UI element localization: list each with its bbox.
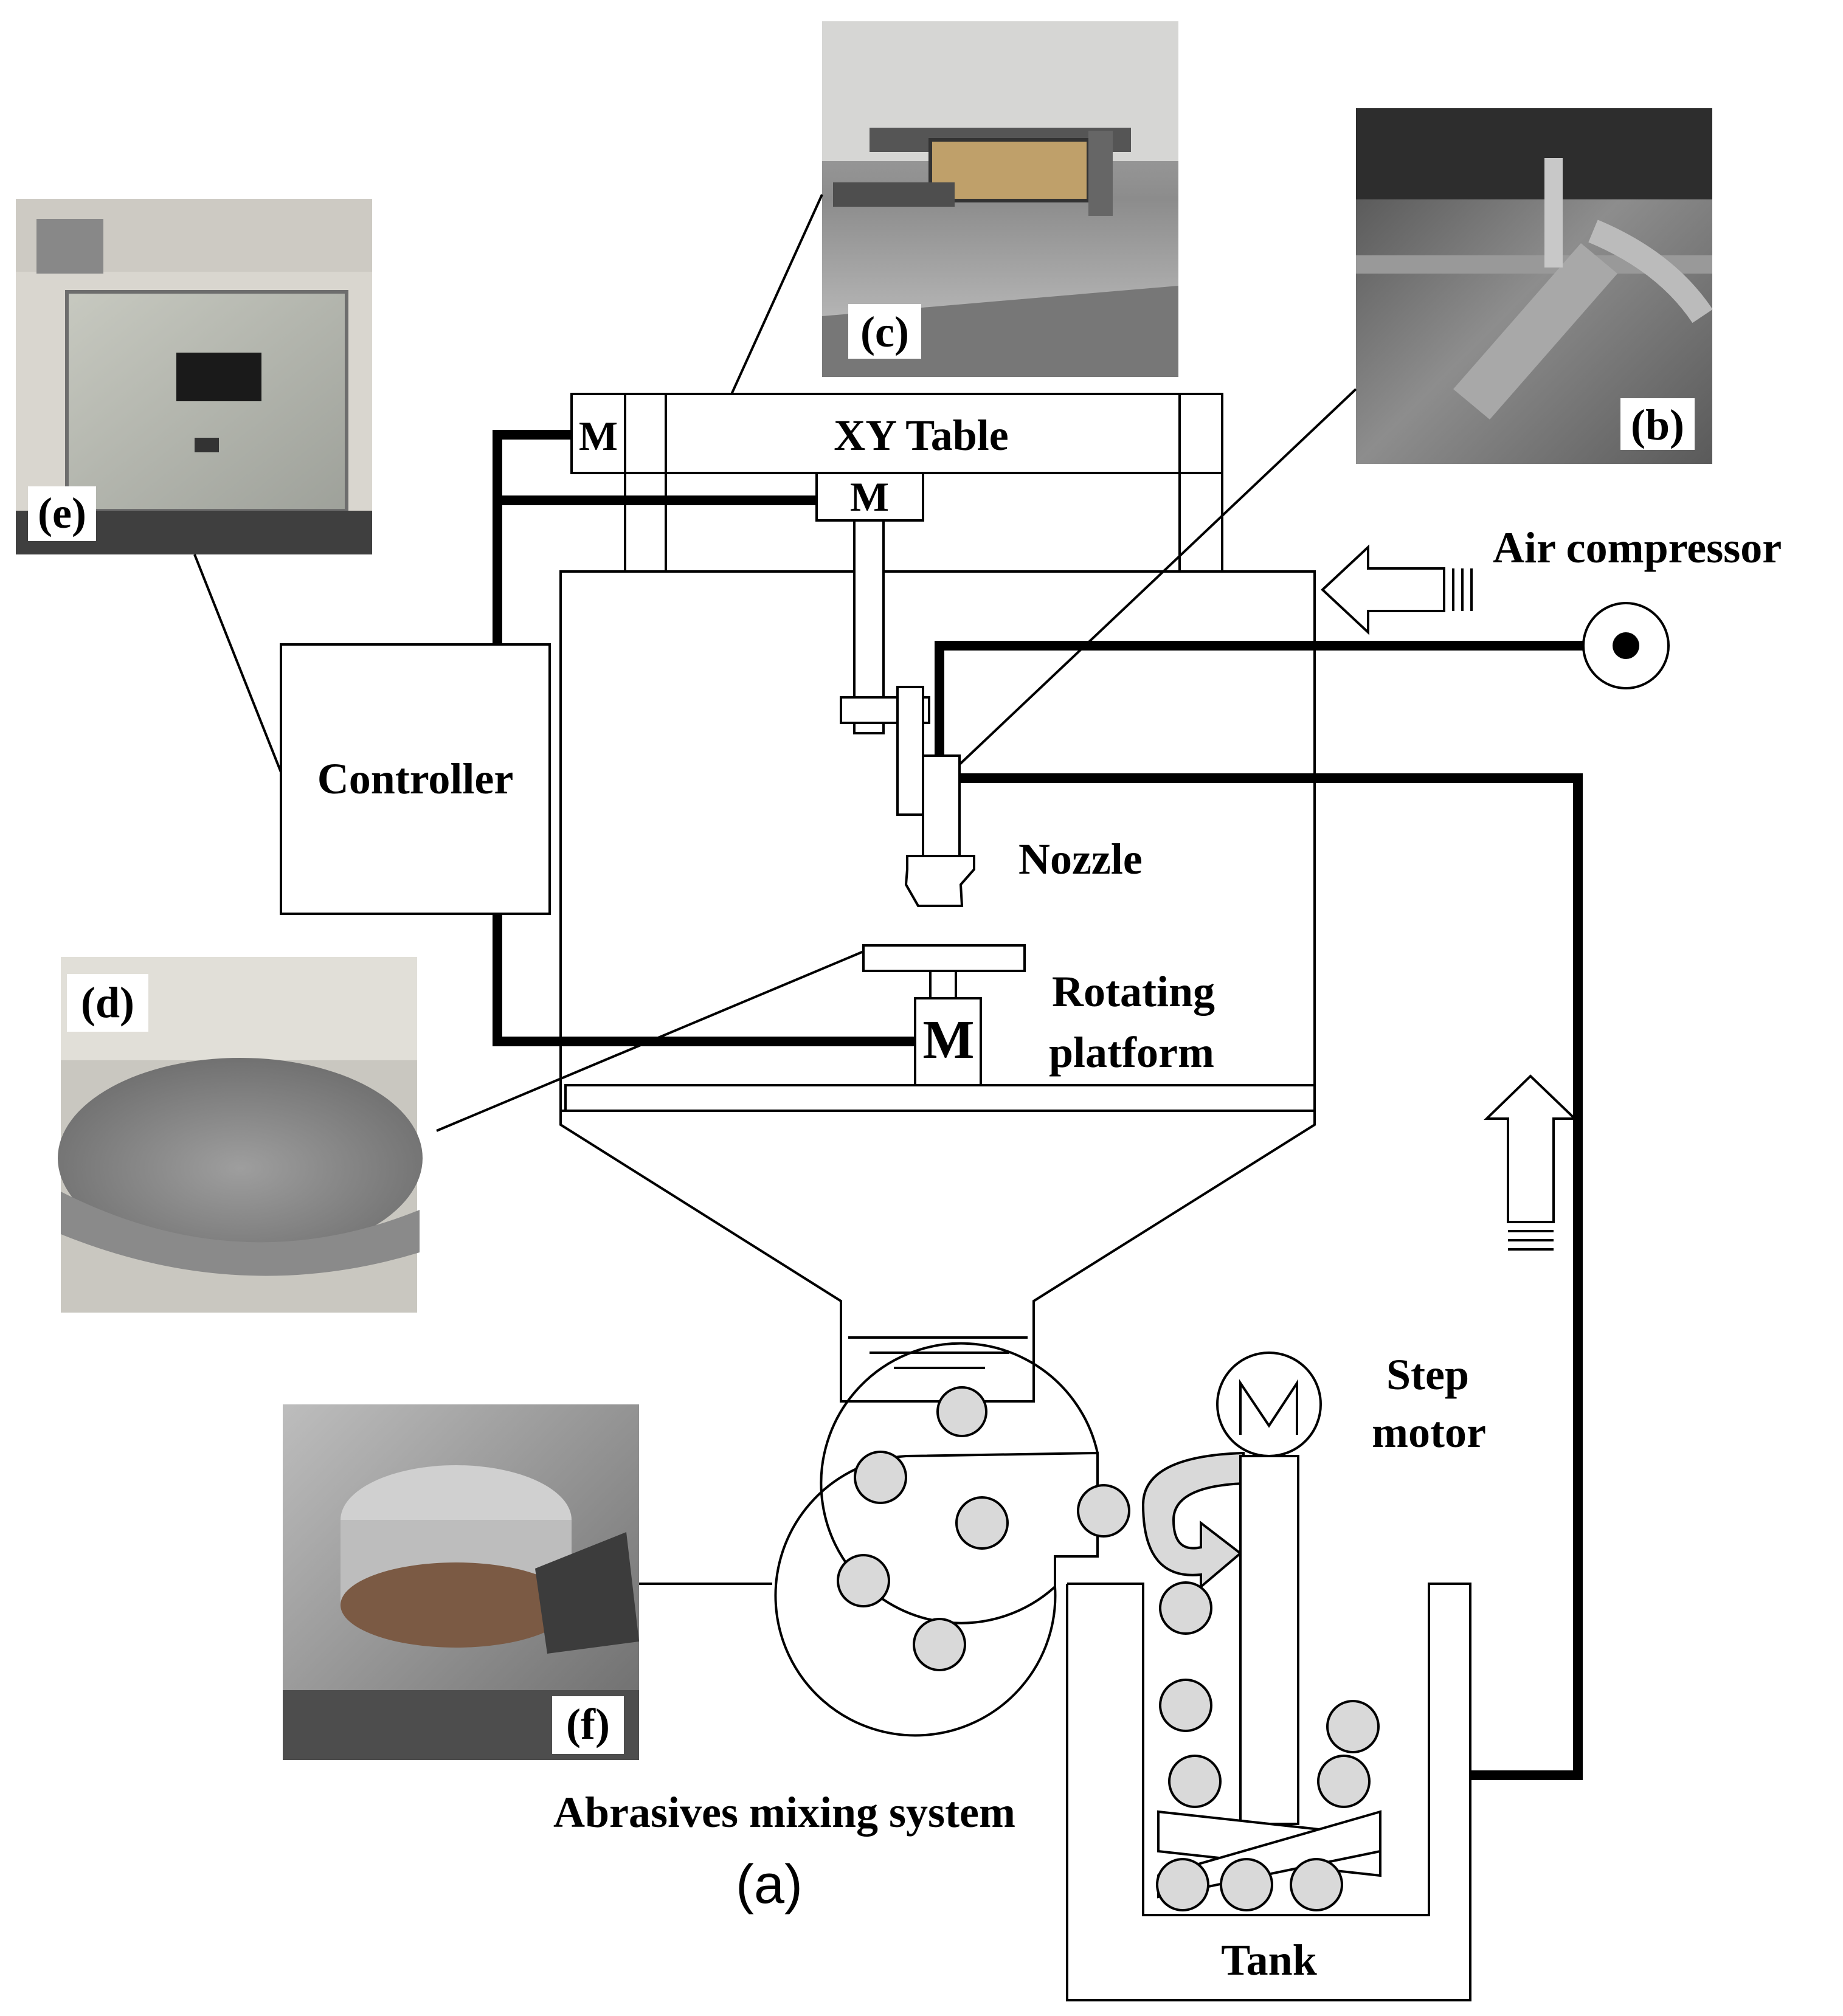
rotating-platform-label-line1: Rotating (1052, 967, 1215, 1016)
photo-mixing-system: (f) (283, 1404, 639, 1760)
step-motor-label-line2: motor (1372, 1408, 1486, 1457)
abrasive-mixing-drum (774, 1342, 1130, 1737)
air-inlet-arrow (1321, 544, 1473, 635)
abrasives-mixing-system-label: Abrasives mixing system (553, 1788, 1015, 1837)
transfer-arrow (1141, 1451, 1245, 1590)
rotating-platform: M (862, 944, 1026, 1086)
xy-motor-x-label: M (579, 413, 618, 459)
tank: Tank (1066, 1583, 1471, 2001)
photo-label-f: (f) (566, 1700, 610, 1748)
step-motor-label-line1: Step (1386, 1350, 1469, 1399)
photo-label-b: (b) (1631, 401, 1684, 449)
slurry-flow-arrow (1484, 1074, 1578, 1251)
photo-label-c: (c) (860, 308, 909, 356)
figure-caption: (a) (736, 1854, 803, 1915)
xy-motor-x: M (570, 393, 626, 474)
air-compressor-symbol (1582, 602, 1670, 689)
controller: Controller (280, 643, 551, 915)
photo-xy-table: (c) (822, 21, 1178, 377)
tank-label: Tank (1221, 1936, 1317, 1984)
xy-motor-y-label: M (850, 474, 889, 520)
nozzle-label: Nozzle (1018, 835, 1143, 883)
xy-table: XY Table (624, 393, 1223, 571)
controller-wiring (493, 430, 915, 1046)
photo-rotating-platform: (d) (58, 957, 423, 1313)
xy-motor-y: M (815, 472, 924, 522)
controller-label: Controller (317, 754, 514, 803)
rotating-platform-label-line2: platform (1049, 1028, 1214, 1077)
tank-abrasive-particles (1156, 1581, 1380, 1911)
nozzle-assembly (840, 519, 975, 907)
photo-label-d: (d) (81, 978, 134, 1027)
photo-label-e: (e) (38, 489, 86, 537)
air-compressor-label: Air compressor (1493, 523, 1782, 572)
photo-controller: (e) (16, 199, 372, 554)
platform-motor-label: M (923, 1010, 975, 1070)
air-and-slurry-lines (935, 641, 1584, 1780)
xy-table-label: XY Table (834, 411, 1008, 460)
photo-nozzle: (b) (1356, 108, 1713, 464)
